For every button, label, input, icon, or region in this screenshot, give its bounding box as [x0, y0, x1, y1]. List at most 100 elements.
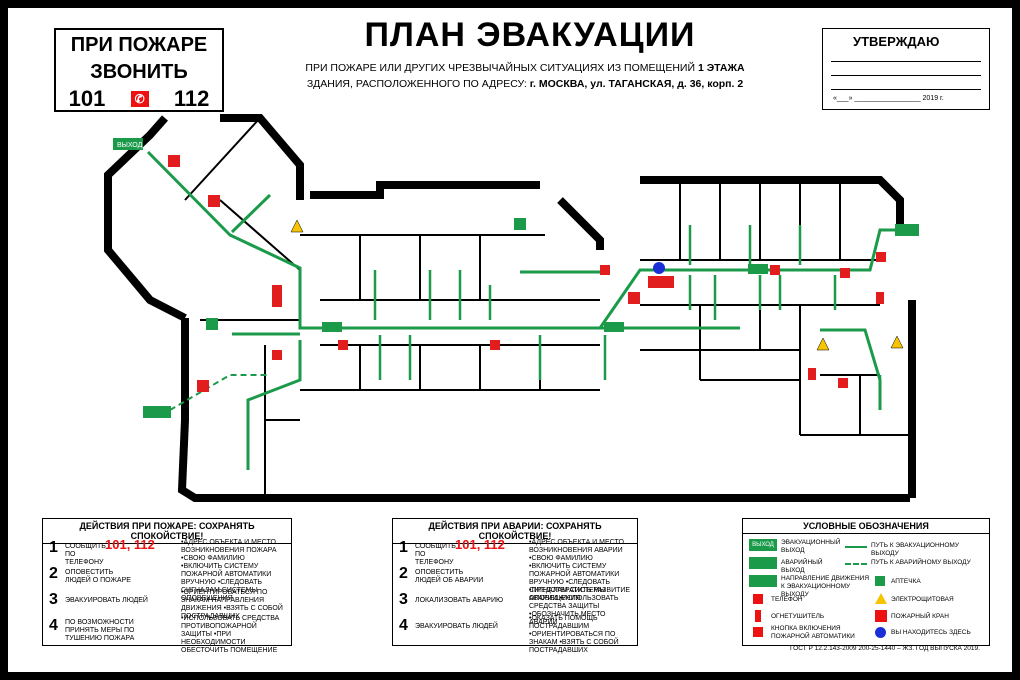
page-title: ПЛАН ЭВАКУАЦИИ [364, 16, 696, 54]
step-number: 2 [399, 565, 408, 582]
step-number: 1 [49, 539, 58, 556]
fire-button-icon [840, 268, 850, 278]
step-note: •АДРЕС ОБЪЕКТА И МЕСТО ВОЗНИКНОВЕНИЯ ПОЖ… [181, 539, 277, 562]
fire-button-icon [197, 380, 209, 392]
legend-electric: ЭЛЕКТРОЩИТОВАЯ [891, 596, 954, 603]
phone-icon [208, 195, 220, 207]
direction-arrow-icon [749, 575, 777, 587]
evacuation-plan-sheet [8, 8, 1012, 672]
subtitle-address: г. МОСКВА, ул. ТАГАНСКАЯ, д. 36, корп. 2 [529, 78, 744, 90]
step-label: СООБЩИТЬ ПО ТЕЛЕФОНУ [65, 543, 106, 566]
first-aid-icon [875, 576, 885, 586]
fire-button-icon [876, 252, 886, 262]
step-label: ЭВАКУИРОВАТЬ ЛЮДЕЙ [415, 623, 498, 630]
approval-box: УТВЕРЖДАЮ «___» _________________ 2019 г… [822, 28, 990, 110]
fire-hydrant-icon [875, 610, 887, 622]
step-number: 1 [399, 539, 408, 556]
accident-actions-heading: ДЕЙСТВИЯ ПРИ АВАРИИ: СОХРАНЯТЬ СПОКОЙСТВ… [393, 519, 637, 544]
first-aid-icon [206, 318, 218, 330]
subtitle-line2: ЗДАНИЯ, РАСПОЛОЖЕННОГО ПО АДРЕСУ: [306, 78, 530, 90]
step-note: •ВКЛЮЧИТЬ СИСТЕМУ ПОЖАРНОЙ АВТОМАТИКИ ВР… [529, 563, 620, 602]
step-note: •ИСПОЛЬЗОВАТЬ СРЕДСТВА ПРОТИВОПОЖАРНОЙ З… [181, 615, 280, 654]
step-label: ОПОВЕСТИТЬ ЛЮДЕЙ О ПОЖАРЕ [65, 569, 131, 584]
extinguisher-icon [876, 292, 884, 304]
phone-icon [753, 594, 763, 604]
fire-hydrant-icon [648, 276, 674, 288]
you-are-here-icon [875, 627, 886, 638]
step-label: ЛОКАЛИЗОВАТЬ АВАРИЮ [415, 597, 504, 604]
fire-button-icon [600, 265, 610, 275]
step-label: ОПОВЕСТИТЬ ЛЮДЕЙ ОБ АВАРИИ [415, 569, 484, 584]
step-number: 4 [399, 617, 408, 634]
dashed-path-icon [845, 563, 867, 565]
phone-icon: ✆ [130, 91, 149, 107]
fire-actions-panel: ДЕЙСТВИЯ ПРИ ПОЖАРЕ: СОХРАНЯТЬ СПОКОЙСТВ… [42, 518, 292, 654]
phone-icon [628, 292, 640, 304]
step-number: 4 [49, 617, 58, 634]
legend-emergency-exit: АВАРИЙНЫЙ ВЫХОД [781, 559, 823, 574]
fire-button-icon [490, 340, 500, 350]
step-number: 3 [399, 591, 408, 608]
legend-button: КНОПКА ВКЛЮЧЕНИЯ ПОЖАРНОЙ АВТОМАТИКИ [771, 625, 855, 640]
plan-subtitle: ПРИ ПОЖАРЕ ИЛИ ДРУГИХ ЧРЕЗВЫЧАЙНЫХ СИТУА… [290, 60, 760, 92]
legend-you-are-here: ВЫ НАХОДИТЕСЬ ЗДЕСЬ [891, 629, 971, 636]
fire-box-line1: ПРИ ПОЖАРЕ [70, 34, 208, 56]
step-label: ПО ВОЗМОЖНОСТИ ПРИНЯТЬ МЕРЫ ПО ТУШЕНИЮ П… [65, 619, 135, 642]
approval-date: «___» _________________ 2019 г. [833, 95, 944, 102]
step-note: •АДРЕС ОБЪЕКТА И МЕСТО ВОЗНИКНОВЕНИЯ АВА… [529, 539, 624, 562]
legend-hydrant: ПОЖАРНЫЙ КРАН [891, 613, 949, 620]
you-are-here-marker [653, 262, 665, 274]
path-line-icon [845, 546, 867, 548]
extinguisher-icon [808, 368, 816, 380]
subtitle-floor: 1 ЭТАЖА [697, 62, 745, 74]
electric-panel-icon [890, 335, 904, 349]
fire-button-icon [753, 627, 763, 637]
step-phone-numbers: 101, 112 [455, 537, 505, 552]
electric-panel-icon [290, 219, 304, 233]
gost-footer: ГОСТ Р 12.2.143-2009 200-25-1440 – ЖЗ. Г… [790, 645, 980, 652]
accident-actions-panel: ДЕЙСТВИЯ ПРИ АВАРИИ: СОХРАНЯТЬ СПОКОЙСТВ… [392, 518, 638, 654]
first-aid-icon [514, 218, 526, 230]
exit-sign-top-left [113, 138, 143, 150]
step-label: СООБЩИТЬ ПО ТЕЛЕФОНУ [415, 543, 456, 566]
legend-path-evac: ПУТЬ К ЭВАКУАЦИОННОМУ ВЫХОДУ [871, 542, 959, 557]
legend-phone: ТЕЛЕФОН [771, 596, 803, 603]
subtitle-line1: ПРИ ПОЖАРЕ ИЛИ ДРУГИХ ЧРЕЗВЫЧАЙНЫХ СИТУА… [305, 62, 698, 74]
emergency-exit-sign-right [895, 224, 919, 236]
step-note: •ПРЕДОТВРАТИТЬ РАЗВИТИЕ АВАРИИ •ИСПОЛЬЗО… [529, 587, 631, 626]
direction-sign [748, 264, 768, 274]
step-note: •ОКАЗАТЬ ПОМОЩЬ ПОСТРАДАВШИМ •ОРИЕНТИРОВ… [529, 615, 619, 654]
extinguisher-icon [272, 350, 282, 360]
emergency-exit-sign-left [143, 406, 171, 418]
extinguisher-icon [755, 610, 761, 622]
fire-call-box: ПРИ ПОЖАРЕ ЗВОНИТЬ 101 ✆ 112 [54, 28, 224, 112]
step-number: 3 [49, 591, 58, 608]
exit-sign-icon: ВЫХОД [749, 539, 777, 551]
fire-box-line2: ЗВОНИТЬ [90, 61, 188, 83]
fire-number-101: 101 [68, 86, 106, 111]
fire-hydrant-icon [272, 285, 282, 307]
legend-evac-exit: ЭВАКУАЦИОННЫЙ ВЫХОД [781, 539, 841, 554]
direction-sign [604, 322, 624, 332]
step-note: •ОРИЕНТИРОВАТЬСЯ ПО ЗНАКАМ НАПРАВЛЕНИЯ Д… [181, 589, 283, 620]
legend-first-aid: АПТЕЧКА [891, 578, 921, 585]
electric-panel-icon [816, 337, 830, 351]
approval-heading: УТВЕРЖДАЮ [853, 34, 940, 49]
step-number: 2 [49, 565, 58, 582]
step-label: ЭВАКУИРОВАТЬ ЛЮДЕЙ [65, 597, 148, 604]
fire-actions-heading: ДЕЙСТВИЯ ПРИ ПОЖАРЕ: СОХРАНЯТЬ СПОКОЙСТВ… [43, 519, 291, 544]
direction-sign [322, 322, 342, 332]
fire-button-icon [838, 378, 848, 388]
electric-warning-icon [875, 593, 887, 604]
legend-direction: НАПРАВЛЕНИЕ ДВИЖЕНИЯ К ЭВАКУАЦИОННОМУ ВЫ… [781, 575, 870, 598]
legend-extinguisher: ОГНЕТУШИТЕЛЬ [771, 613, 825, 620]
legend-path-emergency: ПУТЬ К АВАРИЙНОМУ ВЫХОДУ [871, 559, 971, 566]
fire-button-icon [338, 340, 348, 350]
fire-button-icon [770, 265, 780, 275]
fire-number-112: 112 [173, 86, 210, 111]
legend-heading: УСЛОВНЫЕ ОБОЗНАЧЕНИЯ [743, 519, 989, 534]
step-phone-numbers: 101, 112 [105, 537, 155, 552]
fire-button-icon [168, 155, 180, 167]
step-note: •ВКЛЮЧИТЬ СИСТЕМУ ПОЖАРНОЙ АВТОМАТИКИ ВР… [181, 563, 272, 602]
